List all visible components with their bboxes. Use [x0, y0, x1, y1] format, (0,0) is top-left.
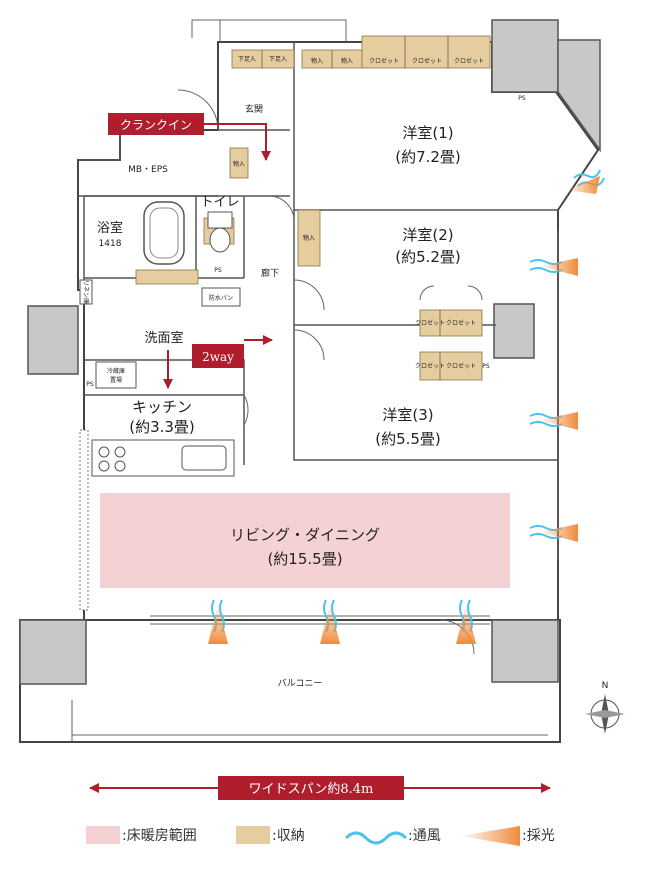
room-western1-name: 洋室(1) — [402, 124, 453, 142]
compass-icon: N — [585, 681, 625, 734]
toilet-bowl — [209, 227, 231, 253]
room-western2-size: (約5.2畳) — [395, 248, 461, 266]
waterproof-pan — [201, 287, 241, 307]
legend-label-wind: :通風 — [408, 828, 441, 844]
fixtures — [79, 201, 241, 611]
closet-label-1: クロゼット — [369, 57, 399, 65]
closet-label-3: クロゼット — [454, 57, 484, 65]
toilet-tank — [207, 211, 233, 229]
storage-label-entrance: 物入 — [233, 160, 245, 168]
wide-span-label: ワイドスパン約8.4m — [249, 782, 374, 797]
two-way-label: 2way — [202, 350, 234, 364]
crank-in-badge: クランクイン — [108, 113, 271, 161]
south-windows — [150, 230, 559, 625]
ps-label-1: PS — [518, 95, 526, 102]
room-kitchen-name: キッチン — [132, 398, 192, 416]
light-icons — [208, 176, 600, 644]
legend-label-storage: :収納 — [272, 828, 305, 844]
storage-label-2: 物入 — [341, 57, 353, 65]
two-way-badge: 2way — [163, 335, 273, 389]
mb-eps-label: MB・EPS — [128, 165, 168, 175]
storage-label-hall: 物入 — [303, 234, 315, 242]
closet-2 — [419, 309, 483, 337]
floor-heating-area — [100, 493, 510, 588]
washroom-storage — [135, 269, 199, 285]
waterproof-pan-label: 防水パン — [209, 294, 233, 302]
closet-3 — [419, 351, 483, 381]
wide-span-indicator: ワイドスパン約8.4m — [89, 776, 551, 800]
room-toilet-name: トイレ — [200, 195, 239, 210]
structural-columns — [19, 19, 601, 685]
room-hallway-name: 廊下 — [261, 267, 279, 279]
ps-label-3: PS — [86, 381, 94, 388]
room-western1-size: (約7.2畳) — [395, 148, 461, 166]
room-bath-size: 1418 — [99, 239, 122, 249]
room-western3-name: 洋室(3) — [382, 406, 433, 424]
bathtub — [143, 201, 185, 265]
room-western2-name: 洋室(2) — [402, 226, 453, 244]
ps-label-4: PS — [482, 363, 490, 370]
kitchen-sink — [181, 445, 227, 471]
room-kitchen-size: (約3.3畳) — [129, 418, 195, 436]
room-balcony-name: バルコニー — [278, 678, 323, 689]
storage-entrance — [229, 147, 249, 179]
fridge-label-line2: 置場 — [110, 376, 122, 384]
storage-label-1: 物入 — [311, 57, 323, 65]
closet-1 — [361, 35, 491, 69]
fridge-label-line1: 冷蔵庫 — [107, 367, 125, 375]
closet-label-7: クロゼット — [415, 362, 445, 370]
compass-n-label: N — [602, 681, 609, 691]
legend-swatch-storage — [236, 826, 270, 844]
room-living-size: (約15.5畳) — [267, 550, 342, 568]
crank-in-label: クランクイン — [120, 118, 192, 132]
linen-label: リネン庫 — [82, 280, 90, 304]
room-entrance-name: 玄関 — [245, 103, 263, 115]
room-bath-name: 浴室 — [97, 220, 123, 236]
ps-label-2: PS — [214, 267, 222, 274]
room-washroom-name: 洗面室 — [144, 330, 183, 346]
closet-label-6: クロゼット — [415, 319, 445, 327]
closet-label-2: クロゼット — [412, 57, 442, 65]
room-western3-size: (約5.5畳) — [375, 430, 441, 448]
legend-label-heating: :床暖房範囲 — [122, 827, 197, 844]
legend-label-light: :採光 — [522, 828, 555, 844]
legend-wind-icon — [344, 831, 408, 845]
shoe-storage — [231, 49, 295, 69]
shoe-storage-label-1: 下足入 — [238, 56, 256, 63]
storage-hall — [297, 209, 321, 267]
storage-blocks — [135, 35, 491, 381]
shoe-storage-label-2: 下足入 — [269, 56, 287, 63]
legend: :床暖房範囲 :収納 :通風 :採光 — [86, 826, 555, 846]
interior-walls — [78, 42, 558, 465]
room-living-name: リビング・ダイニング — [230, 526, 380, 544]
legend-swatch-heating — [86, 826, 120, 844]
closet-label-5: クロゼット — [446, 362, 476, 370]
closet-label-4: クロゼット — [446, 319, 476, 327]
legend-light-icon — [460, 826, 520, 846]
fridge-space — [95, 361, 137, 389]
